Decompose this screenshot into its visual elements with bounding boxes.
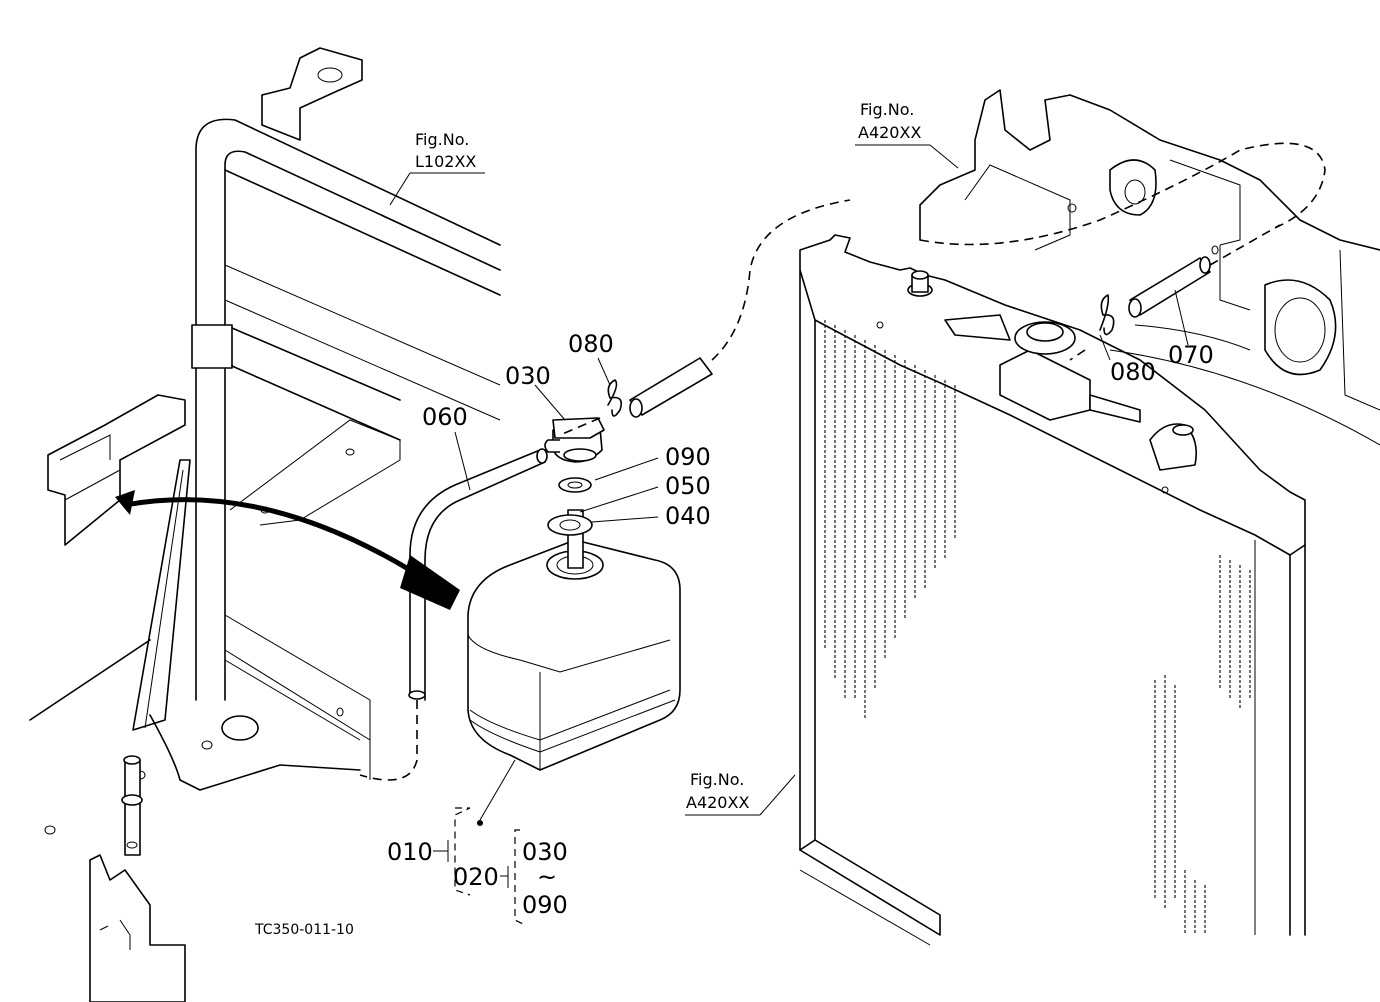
figure-reference-L102XX: Fig.No. L102XX	[415, 130, 476, 171]
fig-ref-code: A420XX	[858, 123, 921, 142]
callout-070: 070	[1168, 341, 1214, 369]
callout-050: 050	[665, 472, 711, 500]
callout-040: 040	[665, 502, 711, 530]
figure-reference-A420XX-bottom: Fig.No. A420XX	[686, 770, 749, 812]
callout-080-right: 080	[1110, 358, 1156, 386]
figure-reference-A420XX-top: Fig.No. A420XX	[858, 100, 921, 142]
callout-090: 090	[665, 443, 711, 471]
fig-ref-code: L102XX	[415, 152, 476, 171]
callout-range-start: 030	[522, 838, 568, 866]
callout-080-left: 080	[568, 330, 614, 358]
callout-060: 060	[422, 403, 468, 431]
reserve-tank-drawing	[467, 509, 681, 771]
radiator-drawing	[799, 234, 1306, 946]
hose-070-and-clip	[919, 142, 1326, 361]
callout-range-end: 090	[522, 891, 568, 919]
clip-and-pipe-upper	[559, 199, 851, 436]
fig-ref-code: A420XX	[686, 793, 749, 812]
rops-frame-drawing	[29, 47, 501, 1002]
callout-030: 030	[505, 362, 551, 390]
fig-ref-label: Fig.No.	[860, 100, 914, 119]
fig-ref-label: Fig.No.	[415, 130, 469, 149]
mounting-arrow	[115, 490, 460, 610]
callout-010: 010	[387, 838, 433, 866]
fan-shroud-drawing	[919, 89, 1380, 446]
hose-060	[359, 448, 548, 781]
leader-lines	[389, 144, 1189, 926]
fig-ref-label: Fig.No.	[690, 770, 744, 789]
drawing-number: TC350-011-10	[254, 922, 354, 938]
cap-parts-stack	[544, 417, 605, 536]
callout-020: 020	[453, 863, 499, 891]
callout-range-separator: ~	[537, 863, 557, 891]
